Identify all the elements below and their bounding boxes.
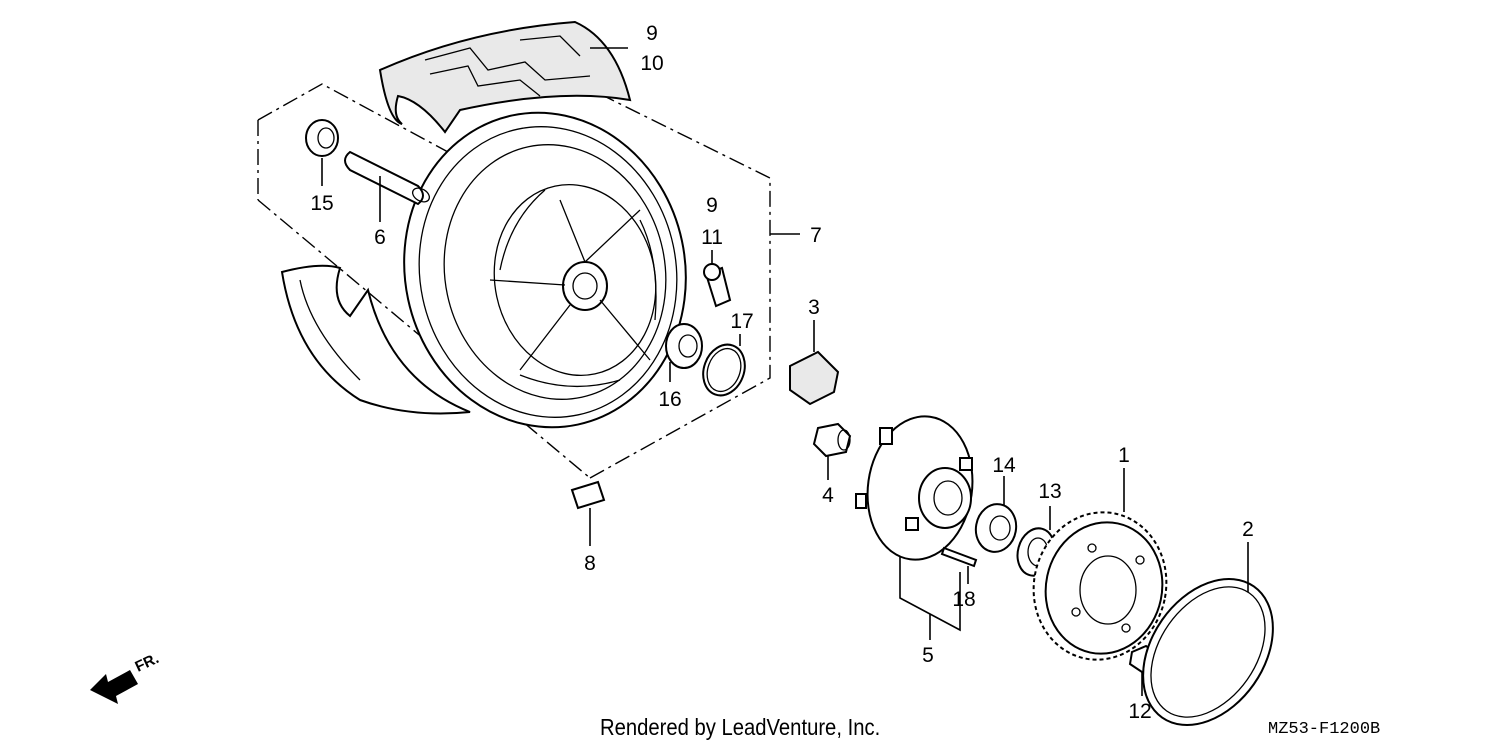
- direction-label: FR.: [133, 650, 162, 676]
- callout-5[interactable]: 5: [922, 644, 934, 667]
- callout-10[interactable]: 10: [640, 52, 663, 75]
- callout-17[interactable]: 17: [730, 310, 753, 333]
- callout-13[interactable]: 13: [1038, 480, 1061, 503]
- callout-1[interactable]: 1: [1118, 444, 1130, 467]
- callout-3[interactable]: 3: [808, 296, 820, 319]
- wheel-rim[interactable]: [375, 86, 715, 453]
- callout-4[interactable]: 4: [822, 484, 834, 507]
- bearing-16[interactable]: [665, 323, 703, 369]
- callout-11[interactable]: 11: [701, 226, 723, 249]
- tire-lower[interactable]: [280, 264, 471, 415]
- valve-11[interactable]: [703, 263, 732, 308]
- callout-9-tire[interactable]: 9: [646, 22, 658, 45]
- ring-2[interactable]: [1116, 554, 1300, 748]
- damper-3[interactable]: [789, 350, 840, 406]
- diagram-code: MZ53-F1200B: [1268, 720, 1381, 739]
- render-credit: Rendered by LeadVenture, Inc.: [600, 714, 881, 740]
- callout-14[interactable]: 14: [992, 454, 1016, 477]
- o-ring-17[interactable]: [696, 339, 751, 402]
- callout-6[interactable]: 6: [374, 226, 386, 249]
- callout-8[interactable]: 8: [584, 552, 596, 575]
- spacer-6[interactable]: [344, 150, 432, 206]
- tire-upper[interactable]: [378, 20, 632, 134]
- callout-7[interactable]: 7: [810, 224, 822, 247]
- callout-2[interactable]: 2: [1242, 518, 1254, 541]
- front-direction-arrow: FR.: [90, 650, 162, 704]
- callout-15[interactable]: 15: [310, 192, 333, 215]
- callout-9-valve[interactable]: 9: [706, 194, 718, 217]
- collar-4[interactable]: [812, 422, 852, 458]
- bearing-14[interactable]: [972, 501, 1020, 555]
- callout-12[interactable]: 12: [1128, 700, 1151, 723]
- callout-18[interactable]: 18: [952, 588, 975, 611]
- stud-18[interactable]: [940, 546, 978, 568]
- sprocket-1[interactable]: [1020, 500, 1180, 672]
- bearing-15[interactable]: [305, 119, 339, 157]
- callout-16[interactable]: 16: [658, 388, 681, 411]
- flange-5[interactable]: [855, 409, 982, 566]
- clip-8[interactable]: [570, 480, 606, 510]
